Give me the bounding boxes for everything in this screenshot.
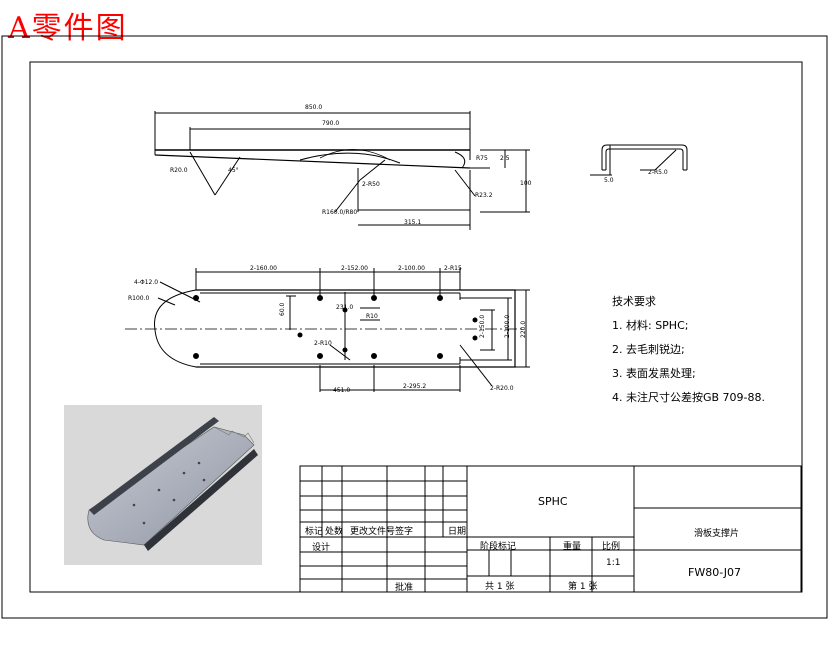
- dim-inner: 790.0: [322, 120, 339, 127]
- tb-material: SPHC: [538, 495, 568, 508]
- plan-right-1: 2-150.0: [479, 315, 486, 338]
- plan-right-3: 220.0: [520, 321, 527, 338]
- tb-sheet-total: 共 1 张: [485, 582, 515, 592]
- title-block: [299, 465, 802, 593]
- side-dim-a: 5.0: [604, 177, 614, 184]
- plan-bottom-1: 451.0: [333, 387, 350, 394]
- dim-right-a: R75: [476, 155, 488, 162]
- technical-notes: 技术要求 1. 材料: SPHC; 2. 去毛刺锐边; 3. 表面发黑处理; 4…: [612, 290, 765, 410]
- page-title: A零件图: [8, 11, 128, 46]
- plan-right-2: 2-100.0: [504, 315, 511, 338]
- iso-part-image: [87, 417, 258, 551]
- plan-vdim-2: 231.0: [336, 304, 353, 311]
- dim-bottom-left: R160.0/R80: [322, 209, 357, 216]
- plan-vdim-1: 60.0: [279, 302, 286, 316]
- dim-right-radius: R23.2: [475, 192, 493, 199]
- plan-dim-2: 2-152.00: [341, 265, 368, 272]
- tb-sheet-of: 第 1 张: [568, 582, 598, 592]
- tb-drawing-no: FW80-J07: [688, 566, 742, 579]
- iso-view: [64, 405, 262, 565]
- plan-bottom-2: 2-295.2: [403, 383, 426, 390]
- dim-bottom-len: 315.1: [404, 219, 421, 226]
- plan-dim-1: 2-160.00: [250, 265, 277, 272]
- plan-view: [125, 268, 530, 392]
- tb-col-mark: 标记: [305, 527, 324, 537]
- outer-frame: [1, 35, 828, 619]
- notes-heading: 技术要求: [612, 295, 656, 308]
- tb-col-sign: 签字: [395, 527, 414, 537]
- note-item: 1. 材料: SPHC;: [612, 319, 689, 332]
- dim-left-radius: R20.0: [170, 167, 188, 174]
- tb-scale-value: 1:1: [606, 558, 621, 568]
- dim-overall: 850.0: [305, 104, 322, 111]
- plan-slot: 2-R10: [314, 340, 332, 347]
- dim-bend: 2-R50: [362, 181, 380, 188]
- note-item: 4. 未注尺寸公差按GB 709-88.: [612, 391, 766, 404]
- tb-scale-label: 比例: [602, 542, 621, 552]
- tb-approve: 批准: [395, 583, 414, 593]
- dim-right-height: 100: [520, 180, 532, 187]
- tb-part-name: 滑板支撑片: [694, 529, 740, 539]
- tb-col-count: 处数: [325, 527, 344, 537]
- tb-col-date: 日期: [448, 527, 467, 537]
- plan-dim-3: 2-100.00: [398, 265, 425, 272]
- dim-right-b: 2.5: [500, 155, 510, 162]
- note-item: 3. 表面发黑处理;: [612, 367, 696, 380]
- tb-weight: 重量: [563, 542, 582, 552]
- plan-dim-4: 2-R15: [444, 265, 462, 272]
- plan-left-radius: R100.0: [128, 295, 150, 302]
- top-view: [154, 111, 530, 230]
- plan-corner: 2-R20.0: [490, 385, 514, 392]
- tb-stage: 阶段标记: [480, 542, 517, 552]
- side-dim-b: 2-R5.0: [648, 169, 668, 176]
- tb-col-file: 更改文件号: [350, 527, 396, 537]
- tb-design: 设计: [312, 543, 331, 553]
- side-view: [590, 144, 688, 176]
- plan-vdim-3: R10: [366, 313, 378, 320]
- plan-hole-label: 4-Φ12.0: [134, 279, 158, 286]
- note-item: 2. 去毛刺锐边;: [612, 343, 685, 356]
- dim-angle: 45°: [228, 167, 239, 174]
